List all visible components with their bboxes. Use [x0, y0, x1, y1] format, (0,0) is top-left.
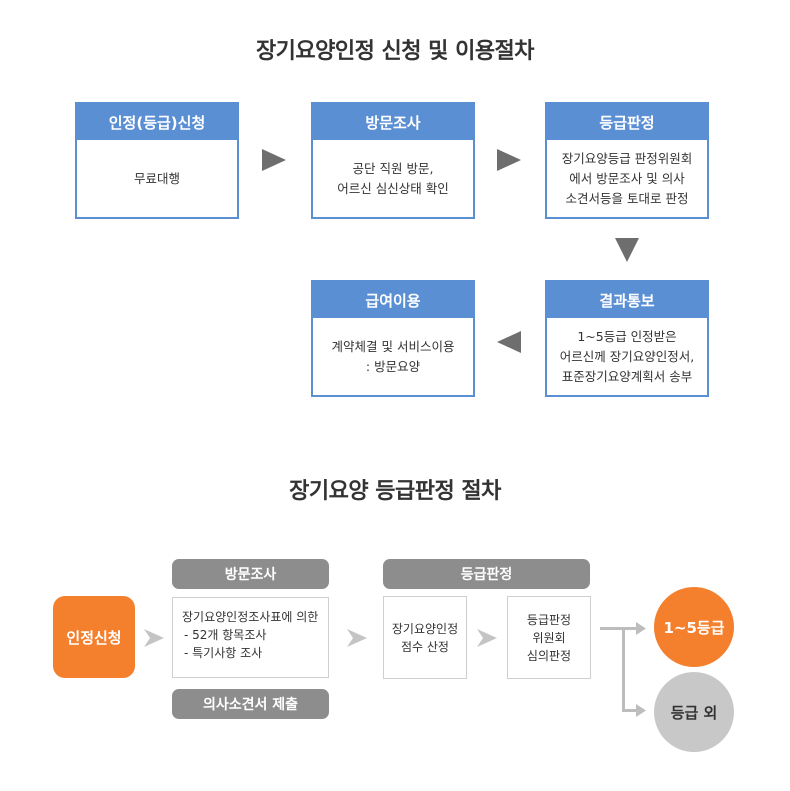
- arrow-head-icon: [636, 704, 646, 717]
- step-apply-line: 무료대행: [133, 170, 180, 186]
- arrow-head-icon: [636, 622, 646, 635]
- score-line: 장기요양인정: [391, 621, 459, 636]
- process-title: 장기요양인정 신청 및 이용절차: [255, 39, 535, 64]
- step-grade-header: 등급판정: [547, 104, 707, 140]
- visit-detail-line: - 특기사항 조사: [184, 646, 263, 660]
- visit-detail-line: - 52개 항목조사: [184, 628, 267, 642]
- connector-line: [622, 627, 625, 712]
- arrow-down-icon: [615, 238, 639, 262]
- step-visit-body: 공단 직원 방문, 어르신 심신상태 확인: [313, 140, 473, 217]
- arrow-left-icon: [497, 331, 521, 353]
- step-result-header: 결과통보: [547, 282, 707, 318]
- committee-line: 위원회: [532, 630, 566, 645]
- committee-line: 등급판정: [526, 612, 572, 627]
- step-apply: 인정(등급)신청 무료대행: [75, 102, 239, 219]
- visit-detail-box: 장기요양인정조사표에 의한 - 52개 항목조사 - 특기사항 조사: [172, 597, 329, 678]
- arrow-right-icon: [262, 149, 286, 171]
- step-apply-header: 인정(등급)신청: [77, 104, 237, 140]
- chevron-right-icon: [477, 629, 497, 647]
- chevron-right-icon: [347, 629, 367, 647]
- step-result-line: 1~5등급 인정받은: [577, 328, 677, 344]
- step-use-line: 계약체결 및 서비스이용: [331, 338, 455, 354]
- apply-box: 인정신청: [53, 596, 135, 678]
- score-line: 점수 산정: [401, 639, 449, 654]
- committee-line: 심의판정: [526, 648, 572, 663]
- grade-1-5-circle: 1~5등급: [654, 587, 734, 667]
- committee-box: 등급판정 위원회 심의판정: [507, 596, 591, 679]
- grading-title: 장기요양 등급판정 절차: [289, 479, 501, 504]
- step-visit-line: 어르신 심신상태 확인: [337, 180, 449, 196]
- step-visit-header: 방문조사: [313, 104, 473, 140]
- step-use: 급여이용 계약체결 및 서비스이용 : 방문요양: [311, 280, 475, 397]
- step-result: 결과통보 1~5등급 인정받은 어르신께 장기요양인정서, 표준장기요양계획서 …: [545, 280, 709, 397]
- step-use-line: : 방문요양: [365, 358, 421, 374]
- step-grade: 등급판정 장기요양등급 판정위원회 에서 방문조사 및 의사 소견서등을 토대로…: [545, 102, 709, 219]
- step-visit: 방문조사 공단 직원 방문, 어르신 심신상태 확인: [311, 102, 475, 219]
- step-visit-line: 공단 직원 방문,: [352, 160, 434, 176]
- step-grade-line: 에서 방문조사 및 의사: [569, 170, 685, 186]
- visit-detail-line: 장기요양인정조사표에 의한: [182, 610, 319, 624]
- step-result-body: 1~5등급 인정받은 어르신께 장기요양인정서, 표준장기요양계획서 송부: [547, 318, 707, 395]
- arrow-right-icon: [497, 149, 521, 171]
- step-apply-body: 무료대행: [77, 140, 237, 217]
- step-use-body: 계약체결 및 서비스이용 : 방문요양: [313, 318, 473, 395]
- step-use-header: 급여이용: [313, 282, 473, 318]
- connector-line: [622, 709, 640, 712]
- grade-other-circle: 등급 외: [654, 672, 734, 752]
- step-result-line: 어르신께 장기요양인정서,: [559, 348, 695, 364]
- step-grade-line: 소견서등을 토대로 판정: [565, 190, 689, 206]
- step-result-line: 표준장기요양계획서 송부: [561, 368, 693, 384]
- visit-label: 방문조사: [172, 559, 329, 589]
- score-box: 장기요양인정 점수 산정: [383, 596, 467, 679]
- step-grade-body: 장기요양등급 판정위원회 에서 방문조사 및 의사 소견서등을 토대로 판정: [547, 140, 707, 217]
- chevron-right-icon: [144, 629, 164, 647]
- doctor-opinion-label: 의사소견서 제출: [172, 689, 329, 719]
- connector-line: [600, 627, 640, 630]
- grade-label: 등급판정: [383, 559, 590, 589]
- step-grade-line: 장기요양등급 판정위원회: [561, 150, 693, 166]
